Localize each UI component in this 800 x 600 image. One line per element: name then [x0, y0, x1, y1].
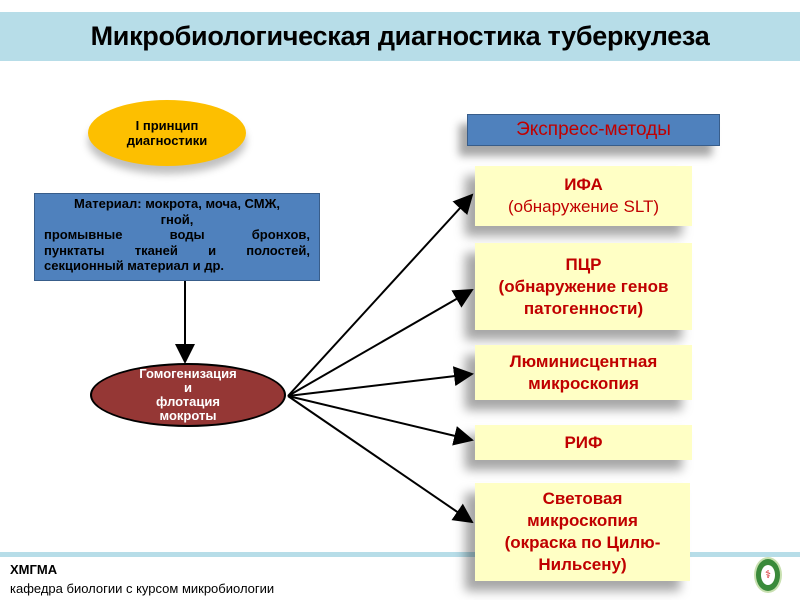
title-bar: Микробиологическая диагностика туберкуле… — [0, 12, 800, 61]
process-ellipse: Гомогенизация и флотация мокроты — [90, 363, 286, 427]
material-line4: пунктаты тканей и полостей, — [44, 242, 310, 258]
method-line: Нильсену) — [538, 555, 627, 574]
method-ifa: ИФА (обнаружение SLT) — [475, 166, 692, 226]
method-luminescent: Люминисцентная микроскопия — [475, 345, 692, 400]
material-line3: промывные воды бронхов, — [44, 227, 310, 242]
material-line5: секционный материал и др. — [44, 258, 225, 273]
material-line2: гной, — [160, 211, 194, 227]
method-line: патогенности) — [523, 298, 644, 318]
method-light-microscopy: Световая микроскопия (окраска по Цилю- Н… — [475, 483, 690, 581]
arrow-to-ifa — [287, 193, 474, 397]
method-line: ИФА — [564, 175, 603, 194]
method-line: (окраска по Цилю- — [504, 533, 661, 552]
arrow-to-light — [287, 395, 474, 524]
slide-title: Микробиологическая диагностика туберкуле… — [90, 21, 710, 51]
method-line: Люминисцентная — [509, 351, 658, 371]
method-line: (обнаружение SLT) — [507, 197, 660, 216]
method-line: микроскопия — [527, 511, 638, 530]
method-line: РИФ — [564, 432, 603, 452]
method-pcr: ПЦР (обнаружение генов патогенности) — [475, 243, 692, 330]
process-line4: мокроты — [159, 408, 217, 423]
express-label: Экспресс-методы — [516, 119, 671, 140]
university-logo-icon: ⚕ — [754, 557, 782, 593]
process-line2: и — [184, 380, 192, 395]
footer-dept: кафедра биологии с курсом микробиологии — [10, 581, 275, 596]
footer-org: ХМГМА — [10, 562, 58, 577]
material-box: Материал: мокрота, моча, СМЖ, гной, пром… — [34, 193, 320, 281]
principle-line1: I принцип — [135, 118, 199, 133]
method-line: Световая — [542, 489, 623, 508]
process-line3: флотация — [156, 394, 220, 409]
principle-line2: диагностики — [126, 133, 208, 148]
method-line: микроскопия — [528, 373, 639, 393]
footer-divider — [0, 552, 800, 557]
process-line1: Гомогенизация — [139, 366, 237, 381]
arrow-to-pcr — [287, 289, 474, 397]
method-line: (обнаружение генов — [498, 276, 669, 296]
method-line: ПЦР — [565, 254, 602, 274]
material-line1: Материал: мокрота, моча, СМЖ, — [74, 196, 280, 211]
arrow-to-rif — [287, 395, 474, 446]
arrow-to-lum — [287, 366, 474, 397]
method-rif: РИФ — [475, 425, 692, 460]
express-methods-header: Экспресс-методы — [467, 114, 720, 146]
